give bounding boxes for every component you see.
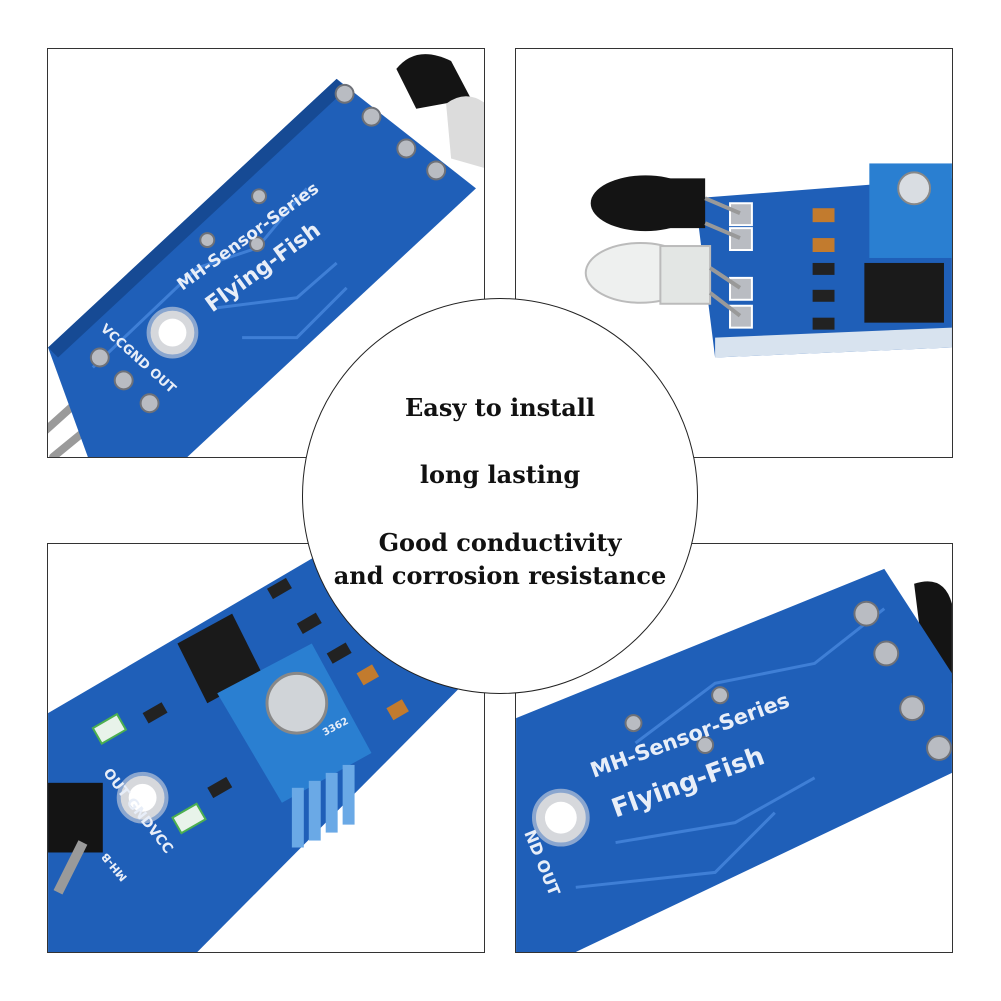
solder-pads (89, 83, 447, 414)
power-led (91, 712, 128, 745)
photo-module-top-view: MH-Sensor-Series Flying-Fish VCCGND OUT (47, 48, 485, 458)
feature-conductivity: Good conductivity (378, 528, 622, 557)
pcb-board (48, 78, 476, 457)
pcb-traces (91, 187, 348, 369)
comparator-chip (177, 613, 263, 704)
feature-long-lasting: long lasting (419, 460, 581, 489)
smd-components (812, 208, 944, 330)
sensor-board-image-4: MH-Sensor-Series Flying-Fish ND OUT (516, 568, 952, 952)
pcb-traces (575, 607, 886, 889)
solder-pads (624, 600, 952, 761)
signal-led (171, 802, 207, 835)
feature-easy-install: Easy to install (404, 393, 596, 422)
sensor-board-image-2 (584, 163, 952, 358)
ir-receiver-led (396, 54, 471, 109)
feature-corrosion: and corrosion resistance (333, 561, 667, 590)
header-connector (48, 782, 103, 853)
ir-emitter-led (446, 96, 484, 168)
heatsink-fins (291, 764, 355, 848)
pcb-board (516, 568, 952, 952)
smd-components (142, 577, 409, 799)
photo-module-closeup: MH-Sensor-Series Flying-Fish ND OUT (515, 543, 953, 953)
sensor-board-image-1: MH-Sensor-Series Flying-Fish VCCGND OUT (48, 54, 484, 457)
feature-circle: Easy to install long lasting Good conduc… (302, 298, 698, 694)
